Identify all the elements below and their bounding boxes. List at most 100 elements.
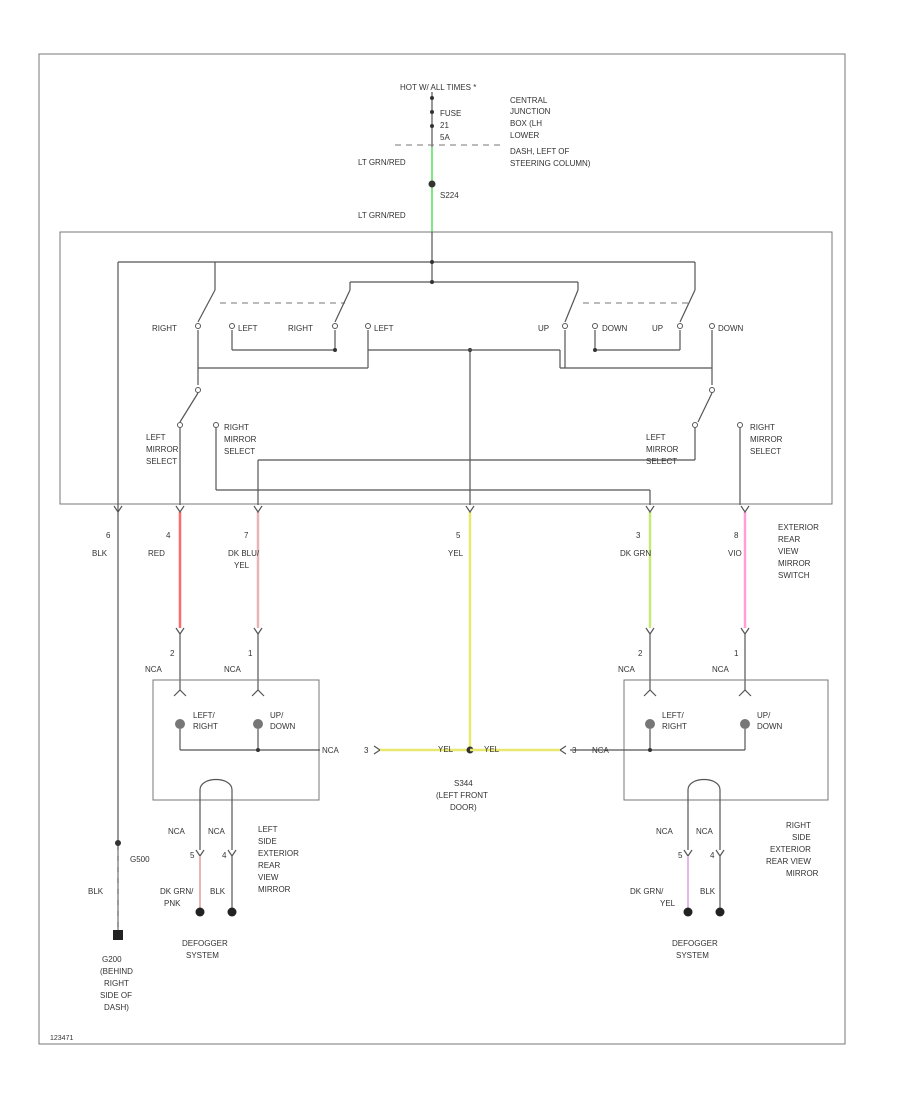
contact-label-down-1: DOWN: [602, 324, 628, 333]
right-heater-wire-1-color-2: YEL: [660, 899, 676, 908]
right-mirror-name-3: EXTERIOR: [770, 845, 811, 854]
ground-circuit: G500 BLK G200 (BEHIND RIGHT SIDE OF DASH…: [88, 840, 150, 1012]
pin-3-number: 3: [636, 531, 641, 540]
yel-splice-name-2: (LEFT FRONT: [436, 791, 488, 800]
pin-7-color-1: DK BLU/: [228, 549, 260, 558]
left-select-line-2: MIRROR: [146, 445, 179, 454]
right-select-line-1: RIGHT: [224, 423, 249, 432]
right-mirror-name-5: MIRROR: [786, 869, 819, 878]
junction-line-1: CENTRAL: [510, 96, 548, 105]
left-defog-line-1: DEFOGGER: [182, 939, 228, 948]
pin-3-color: DK GRN: [620, 549, 651, 558]
pin-4-number: 4: [166, 531, 171, 540]
left-motor-lr: [175, 719, 185, 729]
power-wire-color-top: LT GRN/RED: [358, 158, 406, 167]
left-heater-pin-4: 4: [222, 851, 227, 860]
right-heater-nca-2: NCA: [696, 827, 714, 836]
right-motor-ud: [740, 719, 750, 729]
fuse-label: FUSE: [440, 109, 461, 118]
contact-label-left-2: LEFT: [374, 324, 394, 333]
right-heater-pin-5: 5: [678, 851, 683, 860]
right-mirror-name-1: RIGHT: [786, 821, 811, 830]
yel-splice: S344 (LEFT FRONT DOOR): [436, 746, 488, 812]
left-select-line-1: LEFT: [146, 433, 166, 442]
right-motor-lr-label-1: LEFT/: [662, 711, 685, 720]
left-heater-wire-1-color-2: PNK: [164, 899, 181, 908]
left-mirror-pin-2: 2: [170, 649, 175, 658]
ground-wire-color: BLK: [88, 887, 104, 896]
pin-7-number: 7: [244, 531, 249, 540]
right-motor-lr-label-2: RIGHT: [662, 722, 687, 731]
ground-name-2: (BEHIND: [100, 967, 133, 976]
switch-housing: [59, 231, 833, 505]
left-mirror-pin-1: 1: [248, 649, 253, 658]
left-heater-wire-2-color: BLK: [210, 887, 226, 896]
right-defog-terminal-2: [715, 907, 725, 917]
yel-right-label: YEL: [484, 745, 500, 754]
contact-label-right-1: RIGHT: [152, 324, 177, 333]
pin-4-color: RED: [148, 549, 165, 558]
switch-name-line-4: MIRROR: [778, 559, 811, 568]
ground-splice-dot: [115, 840, 121, 846]
contact-label-down-2: DOWN: [718, 324, 744, 333]
yel-left-label: YEL: [438, 745, 454, 754]
right-heater-wire-2-color: BLK: [700, 887, 716, 896]
right-select-2-line-2: MIRROR: [750, 435, 783, 444]
pin-8-color: VIO: [728, 549, 742, 558]
right-common-wire: NCA: [592, 746, 610, 755]
splice-dot: [428, 180, 436, 188]
right-heater-pin-4: 4: [710, 851, 715, 860]
right-heater-wire-1-color-1: DK GRN/: [630, 887, 664, 896]
right-motor-ud-label-1: UP/: [757, 711, 771, 720]
left-mirror: 2 1 NCA NCA LEFT/ RIGHT UP/ DOWN NCA 3 Y…: [145, 627, 470, 960]
left-heater-wire-1-color-1: DK GRN/: [160, 887, 194, 896]
ground-splice-label: G500: [130, 855, 150, 864]
right-defog-line-1: DEFOGGER: [672, 939, 718, 948]
junction-line-2: JUNCTION: [510, 107, 551, 116]
left-heater-pin-5: 5: [190, 851, 195, 860]
left-select-line-3: SELECT: [146, 457, 177, 466]
left-defog-terminal-1: [195, 907, 205, 917]
left-mirror-nca-2: NCA: [224, 665, 242, 674]
switch-name-line-5: SWITCH: [778, 571, 810, 580]
right-motor-ud-label-2: DOWN: [757, 722, 783, 731]
power-wire-color-bottom: LT GRN/RED: [358, 211, 406, 220]
left-mirror-housing: [152, 679, 320, 801]
left-defog-line-2: SYSTEM: [186, 951, 219, 960]
right-heater-nca-1: NCA: [656, 827, 674, 836]
contact-label-left-1: LEFT: [238, 324, 258, 333]
left-heater-nca-1: NCA: [168, 827, 186, 836]
power-feed: HOT W/ ALL TIMES * FUSE 21 5A CENTRAL JU…: [358, 83, 591, 232]
right-mirror-nca-1: NCA: [618, 665, 636, 674]
left-select-2-line-1: LEFT: [646, 433, 666, 442]
mirror-switch: RIGHT LEFT RIGHT LEFT UP DOWN UP DOWN: [59, 231, 833, 580]
left-mirror-nca-1: NCA: [145, 665, 163, 674]
left-mirror-name-1: LEFT: [258, 825, 278, 834]
right-mirror-housing: [623, 679, 829, 801]
yel-splice-name-1: S344: [454, 779, 473, 788]
junction-line-3: BOX (LH: [510, 119, 542, 128]
left-select-2-line-3: SELECT: [646, 457, 677, 466]
fuse-rating: 5A: [440, 133, 450, 142]
right-defog-line-2: SYSTEM: [676, 951, 709, 960]
yel-splice-name-3: DOOR): [450, 803, 477, 812]
right-select-2-line-3: SELECT: [750, 447, 781, 456]
junction-line-6: STEERING COLUMN): [510, 159, 591, 168]
left-defog-terminal-2: [227, 907, 237, 917]
right-mirror-pin-1: 1: [734, 649, 739, 658]
pin-7-color-2: YEL: [234, 561, 250, 570]
junction-line-4: LOWER: [510, 131, 540, 140]
contact-label-right-2: RIGHT: [288, 324, 313, 333]
right-mirror-name-2: SIDE: [792, 833, 811, 842]
right-mirror: 2 1 NCA NCA LEFT/ RIGHT UP/ DOWN NCA 3 Y…: [470, 627, 829, 960]
ground-name-3: RIGHT: [104, 979, 129, 988]
left-common-pin: 3: [364, 746, 369, 755]
left-motor-ud: [253, 719, 263, 729]
harness: 6 BLK 4 RED 7 DK BLU/ YEL 5 YEL 3 DK GRN…: [92, 505, 750, 935]
right-select-line-2: MIRROR: [224, 435, 257, 444]
pin-8-number: 8: [734, 531, 739, 540]
right-common-pin: 3: [572, 746, 577, 755]
left-heater-nca-2: NCA: [208, 827, 226, 836]
diagram-frame: [38, 53, 846, 1045]
